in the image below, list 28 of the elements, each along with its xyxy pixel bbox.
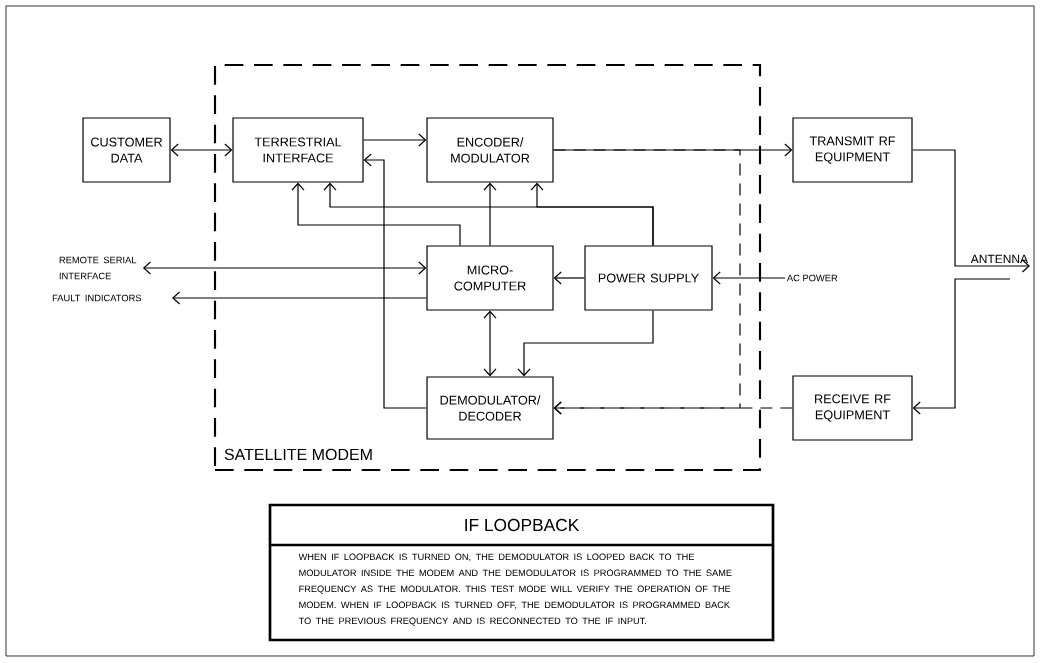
arrow xyxy=(172,291,427,305)
info-box: IF LOOPBACK WHEN IF LOOPBACK IS TURNED ON, THE DEMODULATOR IS LOOPED BACK TO THE MODULATOR INSIDE THE MODEM AND THE DEMODULATOR IS PROGRAMMED TO THE SAME FREQUENCY AS THE MODULATOR. THIS TEST MODE WILL VERIFY THE OPERATION OF THE MODEM. WHEN IF LOOPBACK IS TURNED OFF, THE DEMODULATOR IS PROGRAMMED BACK TO THE PREVIOUS FREQUENCY AND IS RECONNECTED TO THE IF INPUT. xyxy=(268,503,775,642)
arrow xyxy=(363,153,427,409)
arrow xyxy=(291,182,461,246)
block-box: CUSTOMER DATA xyxy=(82,117,171,183)
arrow xyxy=(483,310,497,377)
block-box: TERRESTRIAL INTERFACE xyxy=(232,117,364,183)
signal-label: REMOTE SERIAL INTERFACE xyxy=(59,256,137,280)
signal-label: AC POWER xyxy=(786,274,838,282)
block-box: POWER SUPPLY xyxy=(584,245,713,311)
arrow xyxy=(142,261,427,275)
arrow xyxy=(323,182,654,246)
arrow xyxy=(912,278,1011,415)
arrow xyxy=(363,133,427,147)
block-box: DEMODULATOR/ DECODER xyxy=(426,376,554,440)
signal-label: ANTENNA xyxy=(970,254,1029,264)
arrow xyxy=(170,143,233,157)
block-box: MICRO- COMPUTER xyxy=(426,245,554,311)
signal-label: FAULT INDICATORS xyxy=(52,294,142,302)
block-box: TRANSMIT RF EQUIPMENT xyxy=(792,117,913,183)
arrow xyxy=(553,149,741,415)
arrow xyxy=(517,310,654,377)
arrow xyxy=(912,149,1030,273)
block-box: RECEIVE RF EQUIPMENT xyxy=(792,375,913,441)
block-box: ENCODER/ MODULATOR xyxy=(426,117,554,183)
arrow xyxy=(483,182,497,246)
arrow xyxy=(712,271,786,285)
arrow xyxy=(553,271,585,285)
